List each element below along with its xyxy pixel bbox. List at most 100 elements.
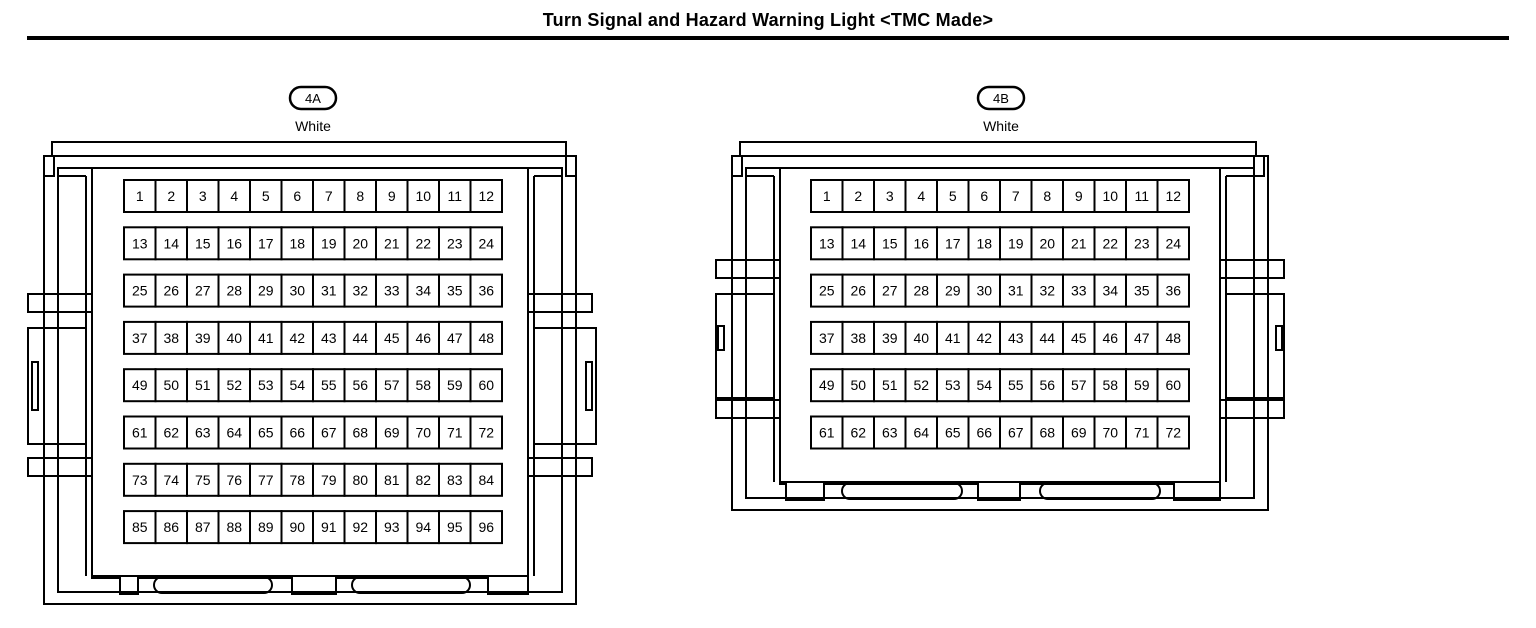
connector-4b-pin-53: 53 [936, 368, 970, 403]
connector-4b-pin-number: 70 [1102, 425, 1118, 441]
connector-4b-pin-number: 5 [949, 188, 957, 204]
connector-4b-pin-14: 14 [841, 226, 875, 261]
connector-4b-pin-number: 64 [913, 425, 929, 441]
connector-4b-pin-number: 54 [976, 377, 992, 393]
connector-4a-pin-number: 54 [289, 377, 305, 393]
connector-4b-pin-2: 2 [841, 179, 875, 213]
connector-4a-pin-16: 16 [217, 226, 251, 261]
connector-4a-pin-61: 61 [123, 415, 157, 450]
connector-4a-pin-number: 64 [226, 425, 242, 441]
connector-4a-pin-79: 79 [312, 462, 346, 497]
connector-4a-pin-number: 93 [384, 519, 400, 535]
connector-4a-pin-number: 23 [447, 235, 463, 251]
connector-4b-pin-number: 34 [1102, 283, 1118, 299]
connector-4b-pin-71: 71 [1125, 415, 1159, 450]
connector-4a-pin-64: 64 [217, 415, 251, 450]
connector-4a-pin-number: 39 [195, 330, 211, 346]
connector-4b-pin-37: 37 [810, 320, 844, 355]
connector-4a-pin-number: 12 [478, 188, 494, 204]
connector-4a-pin-number: 3 [199, 188, 207, 204]
connector-4b-pin-31: 31 [999, 273, 1033, 308]
connector-4a-pin-number: 96 [478, 519, 494, 535]
connector-4b-pin-number: 68 [1039, 425, 1055, 441]
connector-4a-pin-9: 9 [375, 179, 409, 213]
connector-4b-pin-number: 16 [913, 235, 929, 251]
connector-4b-pin-69: 69 [1062, 415, 1096, 450]
connector-4a-pin-56: 56 [343, 368, 377, 403]
connector-4a-pin-17: 17 [249, 226, 283, 261]
connector-4a-pin-80: 80 [343, 462, 377, 497]
connector-4a-pin-94: 94 [406, 510, 440, 545]
connector-4a-pin-number: 49 [132, 377, 148, 393]
connector-4a-pin-51: 51 [186, 368, 220, 403]
connector-4a-pin-number: 37 [132, 330, 148, 346]
connector-4a-pin-number: 60 [478, 377, 494, 393]
connector-4b-pin-number: 59 [1134, 377, 1150, 393]
connector-4a-pin-28: 28 [217, 273, 251, 308]
connector-4b-housing [715, 141, 1285, 511]
connector-4a-pin-48: 48 [469, 320, 503, 355]
connector-4b-pin-28: 28 [904, 273, 938, 308]
connector-4b-pin-1: 1 [810, 179, 844, 213]
connector-4a-pin-47: 47 [438, 320, 472, 355]
connector-4a-pin-42: 42 [280, 320, 314, 355]
connector-4a-pin-55: 55 [312, 368, 346, 403]
connector-4a-pin-78: 78 [280, 462, 314, 497]
connector-4a-pin-8: 8 [343, 179, 377, 213]
connector-4b-pin-number: 33 [1071, 283, 1087, 299]
connector-4a-pin-54: 54 [280, 368, 314, 403]
connector-4b-pin-number: 20 [1039, 235, 1055, 251]
connector-4a-pin-number: 69 [384, 425, 400, 441]
connector-4a-pin-89: 89 [249, 510, 283, 545]
connector-4a-pin-number: 20 [352, 235, 368, 251]
connector-4b-pin-number: 62 [850, 425, 866, 441]
connector-4b-pin-number: 45 [1071, 330, 1087, 346]
connector-4b-pin-72: 72 [1156, 415, 1190, 450]
connector-4b-pin-number: 57 [1071, 377, 1087, 393]
connector-4b-pin-number: 71 [1134, 425, 1150, 441]
connector-4a-pin-13: 13 [123, 226, 157, 261]
connector-4b-pin-48: 48 [1156, 320, 1190, 355]
connector-4a-pin-number: 79 [321, 472, 337, 488]
connector-4b-pin-number: 26 [850, 283, 866, 299]
connector-4a-pin-43: 43 [312, 320, 346, 355]
connector-4a-pin-33: 33 [375, 273, 409, 308]
connector-4a-pin-number: 66 [289, 425, 305, 441]
connector-4b-pin-number: 32 [1039, 283, 1055, 299]
connector-4a-pin-87: 87 [186, 510, 220, 545]
connector-4a-pin-36: 36 [469, 273, 503, 308]
connector-4b-pin-number: 51 [882, 377, 898, 393]
connector-4a-pin-38: 38 [154, 320, 188, 355]
connector-4a-pin-65: 65 [249, 415, 283, 450]
connector-4a-pin-number: 61 [132, 425, 148, 441]
connector-4a-pin-number: 50 [163, 377, 179, 393]
connector-4a-pin-63: 63 [186, 415, 220, 450]
connector-4b-pin-number: 8 [1043, 188, 1051, 204]
connector-4a-pin-49: 49 [123, 368, 157, 403]
connector-4b-pin-67: 67 [999, 415, 1033, 450]
connector-4b-pin-3: 3 [873, 179, 907, 213]
connector-4a-pin-number: 18 [289, 235, 305, 251]
connector-4a-pin-27: 27 [186, 273, 220, 308]
connector-4a-pin-number: 71 [447, 425, 463, 441]
connector-4a-pin-number: 48 [478, 330, 494, 346]
connector-4b-pin-24: 24 [1156, 226, 1190, 261]
connector-4b-pin-number: 44 [1039, 330, 1055, 346]
connector-4b-pin-number: 50 [850, 377, 866, 393]
connector-4b-pin-33: 33 [1062, 273, 1096, 308]
connector-4b-pin-58: 58 [1093, 368, 1127, 403]
connector-4a-pin-53: 53 [249, 368, 283, 403]
connector-4a-pin-72: 72 [469, 415, 503, 450]
connector-4b-pin-68: 68 [1030, 415, 1064, 450]
connector-4b-pin-number: 7 [1012, 188, 1020, 204]
connector-4a-pin-70: 70 [406, 415, 440, 450]
connector-4b-pin-61: 61 [810, 415, 844, 450]
connector-4b-pin-number: 46 [1102, 330, 1118, 346]
connector-4a-pin-88: 88 [217, 510, 251, 545]
connector-4a-pin-76: 76 [217, 462, 251, 497]
connector-4a-pin-number: 80 [352, 472, 368, 488]
connector-4a-pin-30: 30 [280, 273, 314, 308]
connector-4a-color: White [295, 118, 331, 134]
connector-4a-pin-number: 13 [132, 235, 148, 251]
connector-4a-pin-number: 67 [321, 425, 337, 441]
